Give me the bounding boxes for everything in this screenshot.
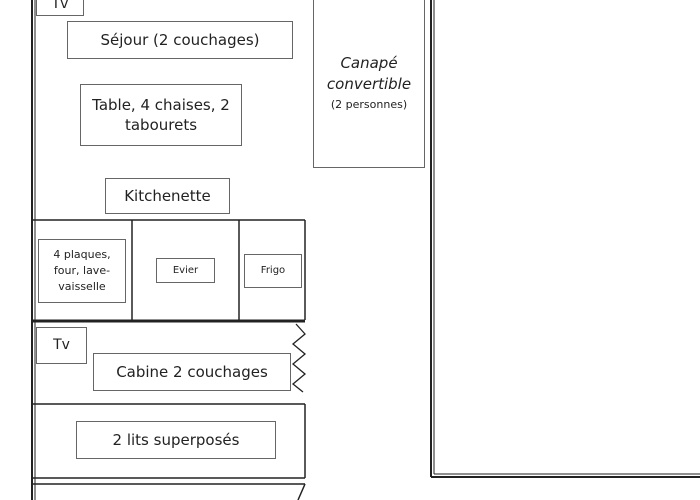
canape-label: Canapé convertible (2 personnes) (313, 0, 425, 168)
sejour-label: Séjour (2 couchages) (67, 21, 293, 59)
evier-label: Evier (156, 258, 215, 283)
kitchenette-label: Kitchenette (105, 178, 230, 214)
tv-cabin-label: Tv (36, 327, 87, 364)
sejour-text: Séjour (2 couchages) (100, 30, 260, 49)
lits-label: 2 lits superposés (76, 421, 276, 459)
tv-top-label: Tv (36, 0, 84, 16)
plaques-label: 4 plaques, four, lave-vaisselle (38, 239, 126, 303)
plaques-text: 4 plaques, four, lave-vaisselle (53, 248, 111, 293)
frigo-text: Frigo (260, 265, 286, 277)
tv-cabin-text: Tv (53, 337, 70, 354)
canape-title: Canapé convertible (326, 54, 412, 93)
kitchenette-text: Kitchenette (124, 186, 211, 205)
table-label: Table, 4 chaises, 2 tabourets (80, 84, 242, 146)
tv-top-text: Tv (51, 0, 69, 12)
cabine-label: Cabine 2 couchages (93, 353, 291, 391)
table-text: Table, 4 chaises, 2 tabourets (92, 95, 230, 134)
cabine-text: Cabine 2 couchages (116, 362, 268, 381)
frigo-label: Frigo (244, 254, 302, 288)
evier-text: Evier (172, 264, 199, 276)
canape-note: (2 personnes) (330, 97, 408, 111)
lits-text: 2 lits superposés (112, 430, 240, 449)
